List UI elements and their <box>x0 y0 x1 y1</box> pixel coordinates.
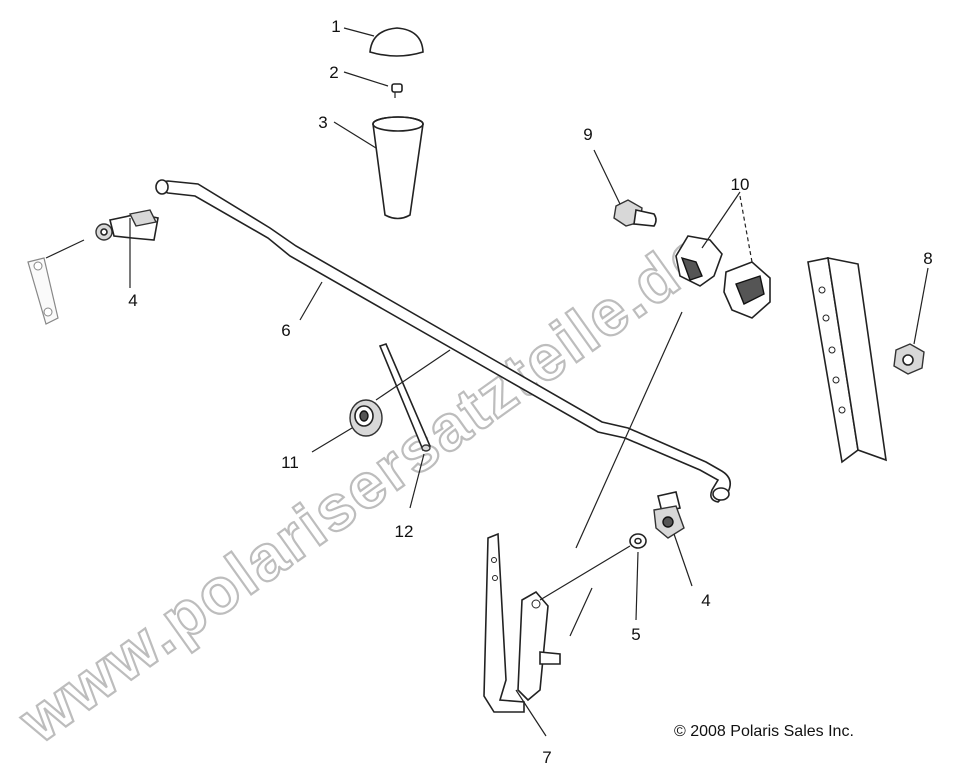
part-grommet <box>349 399 383 437</box>
part-washer <box>629 533 647 549</box>
callout-3: 3 <box>318 113 327 132</box>
callout-4-left: 4 <box>128 291 137 310</box>
part-bracket-plate <box>807 256 887 464</box>
callout-10: 10 <box>731 175 750 194</box>
callouts: 1 2 3 4 4 5 6 7 8 9 10 11 12 <box>128 17 932 767</box>
callout-7: 7 <box>542 748 551 767</box>
part-nut <box>893 343 925 375</box>
callout-8: 8 <box>923 249 932 268</box>
part-shift-arm <box>483 532 561 713</box>
copyright-text: © 2008 Polaris Sales Inc. <box>674 723 854 740</box>
callout-4-right: 4 <box>701 591 710 610</box>
callout-5: 5 <box>631 625 640 644</box>
callout-1: 1 <box>331 17 340 36</box>
callout-2: 2 <box>329 63 338 82</box>
part-knob-body <box>372 116 424 220</box>
part-clip-left <box>95 209 159 241</box>
part-knob-cap <box>369 27 424 57</box>
part-lever-left <box>27 257 59 325</box>
callout-12: 12 <box>395 522 414 541</box>
leader-lines <box>45 27 929 737</box>
callout-6: 6 <box>281 321 290 340</box>
part-screw <box>391 83 403 98</box>
part-pin <box>378 343 432 452</box>
part-shift-rod <box>155 179 731 503</box>
part-bushings <box>675 235 771 319</box>
callout-11: 11 <box>281 453 299 472</box>
callout-9: 9 <box>583 125 592 144</box>
part-clip-right <box>653 491 685 539</box>
part-bolt <box>613 199 657 227</box>
